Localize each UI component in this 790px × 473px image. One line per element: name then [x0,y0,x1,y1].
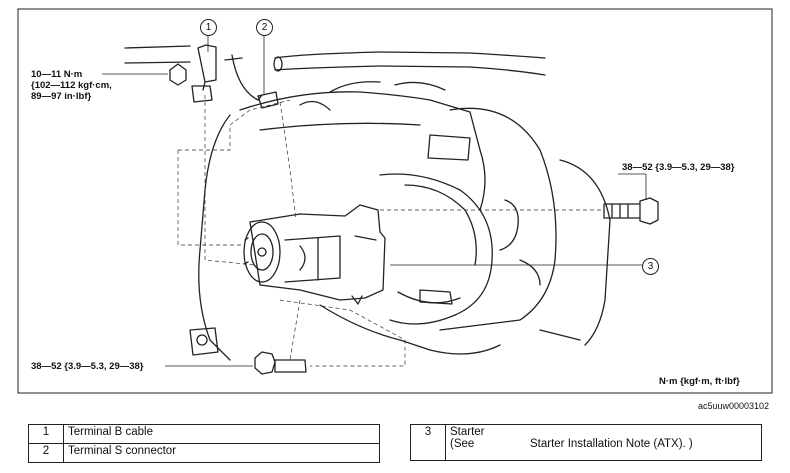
diagram-frame [17,8,773,394]
starter-end-cap [243,221,281,283]
torque-label-upper-bolt: 38—52 {3.9—5.3, 29—38} [622,162,735,173]
units-note: N·m {kgf·m, ft·lbf} [659,376,740,387]
legend-see-line: (See Starter Installation Note (ATX). ) [450,438,757,450]
terminal-b-nut [169,63,187,86]
legend-text: Starter [450,426,485,438]
legend-row: 1 Terminal B cable [28,424,380,444]
legend-text: Terminal B cable [63,424,380,444]
callout-3: 3 [642,258,659,275]
solenoid [284,235,341,283]
legend-note-link[interactable]: Starter Installation Note (ATX). ) [530,438,693,450]
starter-body [249,204,386,301]
upper-bolt [603,197,659,225]
figure-code: ac5uuw00003102 [698,401,770,411]
torque-line-2: {102—112 kgf·cm, [31,80,112,91]
legend-table-left: 1 Terminal B cable 2 Terminal S connecto… [28,424,380,463]
legend-row: 3 Starter (See Starter Installation Note … [410,424,762,461]
legend-see-word: (See [450,438,475,450]
torque-label-lower-bolt: 38—52 {3.9—5.3, 29—38} [31,361,144,372]
legend-num: 3 [410,424,446,461]
legend-text-block: Starter (See Starter Installation Note (A… [445,424,762,461]
legend-num: 1 [28,424,64,444]
terminal-b-cable [191,44,243,103]
legend-row: 2 Terminal S connector [28,443,380,463]
torque-line-3: 89—97 in·lbf} [31,91,92,102]
torque-label-terminal-b: 10—11 N·m {102—112 kgf·cm, 89—97 in·lbf} [31,69,112,102]
lower-bolt [254,351,307,375]
cable-tube [124,45,546,76]
terminal-s-wire [231,54,279,109]
legend-table-right: 3 Starter (See Starter Installation Note … [410,424,762,461]
legend-text: Terminal S connector [63,443,380,463]
callout-1: 1 [200,19,217,36]
engine-block [239,81,486,211]
transmission-housing [379,173,493,325]
callout-2: 2 [256,19,273,36]
torque-line-1: 10—11 N·m [31,69,83,80]
legend-num: 2 [28,443,64,463]
